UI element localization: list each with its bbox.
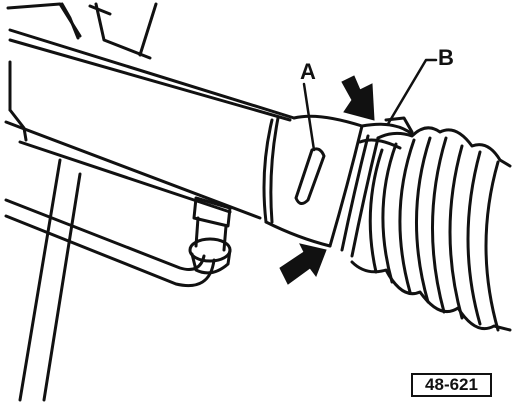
mounting-bracket — [6, 2, 158, 142]
callout-label-a: A — [300, 59, 316, 84]
rack-housing-tube — [4, 28, 296, 220]
sleeve-slot — [294, 147, 326, 205]
leader-line-a — [302, 82, 316, 152]
leader-line-b — [386, 58, 438, 126]
figure-reference-code: 48-621 — [411, 373, 492, 397]
rubber-bellows — [350, 126, 512, 332]
slotted-sleeve — [262, 114, 364, 248]
callout-label-b: B — [438, 45, 454, 70]
arrow-pointer-icon — [279, 243, 327, 285]
arrow-pointer-icon — [341, 75, 375, 121]
line-fitting — [188, 196, 232, 275]
